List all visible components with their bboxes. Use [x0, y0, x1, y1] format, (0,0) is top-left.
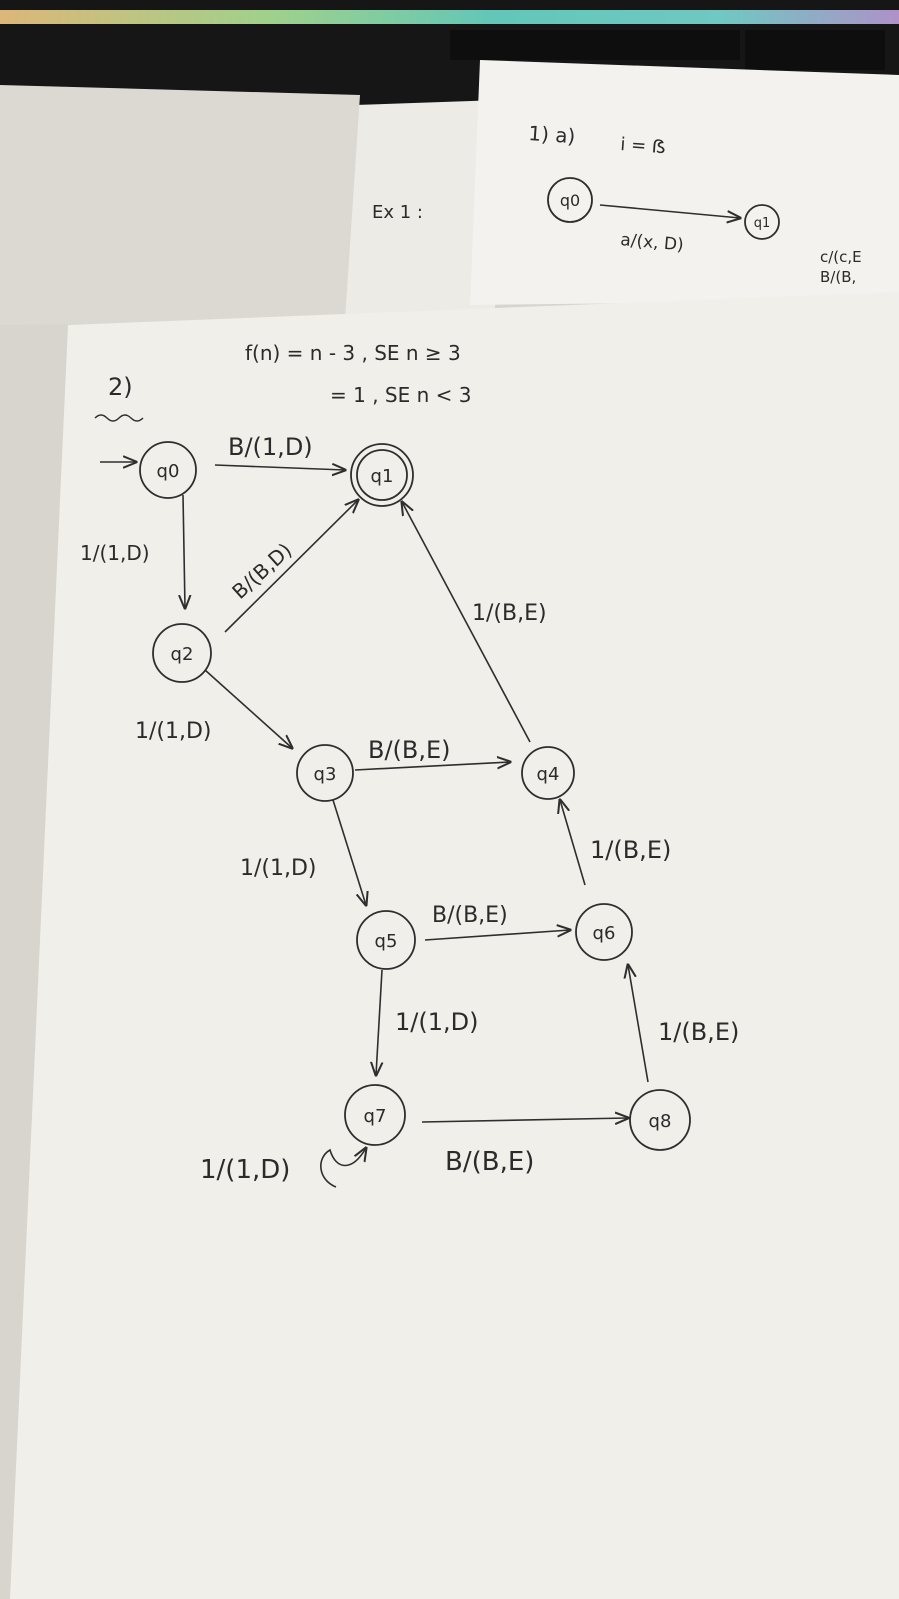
- state-q8-label: q8: [649, 1111, 672, 1132]
- label-q3-q5: 1/(1,D): [240, 856, 317, 881]
- back-state-q1: [744, 204, 780, 240]
- state-q5: q5: [356, 910, 416, 970]
- label-q5-q6: B/(B,E): [432, 903, 508, 928]
- edge-q2-q1: [224, 500, 358, 633]
- state-q2-label: q2: [171, 644, 194, 665]
- state-q0-label: q0: [157, 461, 180, 482]
- edge-q7-q8: [421, 1118, 628, 1122]
- back-side-label-1: c/(c,E: [820, 248, 862, 266]
- label-q0-q1: B/(1,D): [228, 433, 313, 461]
- keyboard-key: [745, 30, 885, 70]
- state-q8: q8: [629, 1089, 691, 1151]
- label-q7-q8: B/(B,E): [445, 1147, 534, 1177]
- label-q3-q4: B/(B,E): [368, 736, 451, 764]
- edge-q3-q5: [332, 799, 366, 905]
- state-q2: q2: [152, 623, 212, 683]
- back-side-label-2: B/(B,: [820, 268, 856, 286]
- state-q7-label: q7: [364, 1106, 387, 1127]
- edge-q0-q2: [183, 494, 185, 608]
- edge-q7-loop: [320, 1148, 366, 1188]
- state-q3: q3: [296, 744, 354, 802]
- state-q5-label: q5: [375, 931, 398, 952]
- keyboard-led-strip: [0, 10, 899, 24]
- back-state-q1-label: q1: [754, 216, 771, 231]
- edge-q3-q4: [354, 762, 510, 771]
- state-q4-label: q4: [537, 764, 560, 785]
- main-paper-sheet: [10, 292, 899, 1599]
- desk-left-paper-shadow: [0, 85, 360, 325]
- state-q6: q6: [575, 903, 633, 961]
- label-q8-q6: 1/(B,E): [658, 1018, 739, 1046]
- label-q7-loop: 1/(1,D): [200, 1155, 290, 1185]
- label-q2-q3: 1/(1,D): [135, 719, 212, 744]
- state-q0: q0: [139, 441, 197, 499]
- edge-q5-q7: [376, 969, 382, 1075]
- back-note-title: 1) a): [528, 121, 577, 148]
- state-q1-accepting: q1: [350, 443, 414, 507]
- back-sheet-left: [345, 100, 500, 315]
- state-q4: q4: [521, 746, 575, 800]
- state-q1-label: q1: [371, 466, 394, 487]
- state-q6-label: q6: [593, 923, 616, 944]
- keyboard-key: [450, 30, 740, 60]
- edge-q5-q6: [424, 930, 570, 941]
- label-q6-q4: 1/(B,E): [590, 836, 671, 864]
- edge-q8-q6: [628, 965, 649, 1083]
- state-q3-label: q3: [314, 764, 337, 785]
- problem-number: 2): [108, 373, 133, 401]
- back-note-extra: i = ẞ: [620, 134, 667, 158]
- back-state-q0-label: q0: [560, 191, 580, 210]
- state-q7: q7: [344, 1084, 406, 1146]
- back-state-q0: [547, 177, 593, 223]
- edge-q0-q1: [214, 465, 345, 470]
- problem-number-underline: [94, 414, 144, 422]
- function-line-2: = 1 , SE n < 3: [330, 383, 471, 407]
- label-q0-q2: 1/(1,D): [80, 541, 150, 565]
- back-sheet-right: [470, 60, 899, 305]
- label-q4-q1: 1/(B,E): [472, 601, 547, 626]
- edge-q4-q1: [402, 502, 531, 743]
- edge-q6-q4: [560, 800, 586, 886]
- edge-q2-q3: [204, 669, 292, 748]
- label-q5-q7: 1/(1,D): [395, 1008, 478, 1036]
- back-edge: [599, 204, 740, 218]
- back-note-exercise: Ex 1 :: [372, 202, 423, 223]
- function-line-1: f(n) = n - 3 , SE n ≥ 3: [245, 341, 461, 365]
